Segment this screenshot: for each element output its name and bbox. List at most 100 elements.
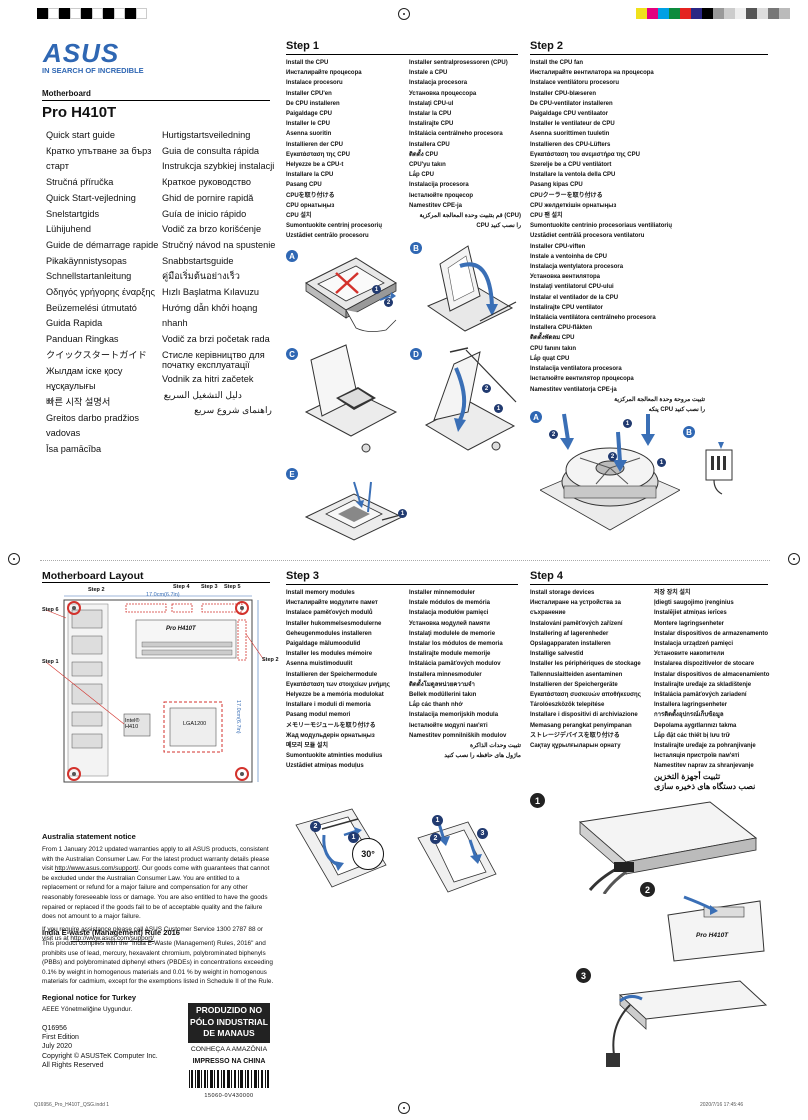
language-item: Vodič za brzo korišćenje xyxy=(162,224,262,235)
instruction-line: De CPU installeren xyxy=(286,100,340,107)
registration-mark-bottom xyxy=(398,1102,410,1114)
support-link[interactable]: http://www.asus.com/support/ xyxy=(70,935,154,943)
label-a: A xyxy=(289,251,295,261)
instruction-line: 저장 장치 설치 xyxy=(654,590,691,596)
australia-text-continued: . Our goods come with guarantees that ca… xyxy=(42,865,270,921)
board-label-step4: Pro H410T xyxy=(696,932,729,939)
instruction-line: ติดตั้งพัดลม CPU xyxy=(530,335,575,342)
instruction-line: Εγκατάσταση της CPU xyxy=(286,151,350,158)
tagline: IN SEARCH OF INCREDIBLE xyxy=(42,66,144,75)
instruction-line: Інсталюйте вентилятор процесора xyxy=(530,376,634,383)
instruction-line: Szerelje be a CPU ventilátort xyxy=(530,162,612,169)
label-a-icon: A xyxy=(530,411,542,423)
socket-label: LGA1200 xyxy=(183,721,207,727)
publish-date: July 2020 xyxy=(42,1043,72,1051)
language-item: Lühijuhend xyxy=(46,224,91,235)
instruction-line: Install storage devices xyxy=(530,590,595,596)
step-number-3-icon: 3 xyxy=(576,968,591,983)
instruction-line: Installera CPU xyxy=(409,141,450,148)
instruction-line: تثبيت وحدات الذاكرة xyxy=(469,743,521,750)
svg-text:ASUS: ASUS xyxy=(42,40,119,66)
step-number-2-icon: 2 xyxy=(482,384,491,393)
australia-title: Australia statement notice xyxy=(42,832,136,841)
label-b: B xyxy=(413,243,419,253)
instruction-line: Установка вентилятора xyxy=(530,274,600,281)
cable-connection-illustration xyxy=(590,975,770,1080)
australia-text: From 1 January 2012 updated warranties a… xyxy=(42,846,270,873)
instruction-line: ماژول های حافظه را نصب کنید xyxy=(444,753,521,760)
instruction-line: پنکه CPU را نصب کنید xyxy=(648,406,705,413)
instruction-line: Installering af lagerenheder xyxy=(530,630,609,637)
step-number-2-icon: 2 xyxy=(640,882,655,897)
language-item: دليل التشغيل السريع xyxy=(163,389,242,400)
instruction-line: Install the CPU fan xyxy=(530,60,584,66)
step-number-1-icon: 1 xyxy=(494,404,503,413)
instruction-line: Namestitev naprav za shranjevanje xyxy=(654,763,754,770)
step-number-2-icon: 2 xyxy=(430,833,441,844)
sata-port-illustration xyxy=(660,895,770,970)
instruction-line: تثبيت مروحة وحدة المعالجة المركزية xyxy=(614,396,705,403)
instruction-line: CPU желдеткішін орнатыңыз xyxy=(530,202,617,209)
instruction-line: Installer les périphériques de stockage xyxy=(530,661,641,668)
label-e-icon: E xyxy=(286,468,298,480)
chipset-label: Intel® H410 xyxy=(125,718,140,730)
label-c: C xyxy=(289,349,295,359)
label-d: D xyxy=(413,349,419,359)
label-a-icon: A xyxy=(286,250,298,262)
instruction-line: Sumontuokite centrinį procesorių xyxy=(286,223,383,230)
instruction-line: Installieren der CPU xyxy=(286,141,344,148)
language-item: Guía de inicio rápido xyxy=(162,208,247,219)
instruction-line: Montere lagringsenheter xyxy=(654,620,725,627)
step2-text: Install the CPU fan Инсталирайте вентила… xyxy=(530,58,770,415)
australia-contact-text: If you require assistance please call AS… xyxy=(42,925,263,943)
language-item: Greitos darbo pradžios vadovas xyxy=(46,412,139,439)
language-list-right: Hurtigstartsveiledning Guia de consulta … xyxy=(162,128,276,419)
instruction-line: Instale a CPU xyxy=(409,70,448,77)
step-number-1-icon: 1 xyxy=(398,509,407,518)
instruction-line: قم بتثبيت وحدة المعالجة المركزية (CPU) xyxy=(419,213,521,220)
instruction-line: Instalování paměťových zařízení xyxy=(530,620,623,627)
step3-title: Step 3 xyxy=(286,570,320,582)
step-number-1-icon: 1 xyxy=(623,419,632,428)
registration-mark-right xyxy=(788,553,800,565)
instruction-line: Instalar la CPU xyxy=(409,111,452,118)
language-item: Стисле керівництво для початку експлуата… xyxy=(162,349,265,370)
instruction-line: Instalace procesoru xyxy=(286,80,343,87)
instruction-line: نصب دستگاه های ذخیره سازی xyxy=(654,781,756,791)
instruction-line: Installer le ventilateur de CPU xyxy=(530,121,615,128)
instruction-line: Depolama aygıtlarınızı takma xyxy=(654,722,737,729)
instruction-line: Instalar los módulos de memoria xyxy=(409,641,503,648)
instruction-line: Installer sentralprosessoren (CPU) xyxy=(409,60,508,66)
step-number-2-icon: 2 xyxy=(310,821,321,832)
document-info: Q16956 First Edition July 2020 Copyright… xyxy=(42,1024,182,1070)
language-item: คู่มือเริ่มต้นอย่างเร็ว xyxy=(162,271,240,282)
instruction-line: Installare la CPU xyxy=(286,172,334,179)
instruction-line: Installare i dispositivi di archiviazion… xyxy=(530,712,638,719)
instruction-line: Sumontuokite atminties modulius xyxy=(286,753,383,760)
instruction-line: CPU fanını takın xyxy=(530,345,577,352)
instruction-line: Instalirajte module memorije xyxy=(409,651,491,658)
instruction-line: Installieren des CPU-Lüfters xyxy=(530,141,611,148)
step1-text-col1: Install the CPU Инсталирайте процесора I… xyxy=(286,58,408,242)
barcode: 15060-0V430000 xyxy=(188,1070,270,1099)
barcode-icon xyxy=(188,1070,270,1088)
language-item: Stručný návod na spustenie xyxy=(162,239,276,250)
instruction-line: Установка модулей памяти xyxy=(409,620,490,627)
instruction-line: Installer CPU-blæseren xyxy=(530,90,597,97)
instruction-line: De CPU-ventilator installeren xyxy=(530,100,613,107)
step3-text-col2: Installer minnemoduler Instale módulos d… xyxy=(409,588,521,761)
language-item: Vodnik za hitri začetek xyxy=(162,373,254,384)
step-number-1-icon: 1 xyxy=(530,793,545,808)
instruction-line: Instalacija procesora xyxy=(409,182,469,189)
step1-rule xyxy=(286,54,518,55)
cmyk-color-bar xyxy=(636,8,790,19)
instruction-line: Installer le CPU xyxy=(286,121,331,128)
instruction-line: Geheugenmodules installeren xyxy=(286,630,372,637)
manaus-line1: PRODUZIDO NO xyxy=(195,1005,263,1015)
support-link[interactable]: http://www.asus.com/support/ xyxy=(54,865,139,873)
language-item: 빠른 시작 설명서 xyxy=(46,396,111,407)
instruction-line: Pasang kipas CPU xyxy=(530,182,583,189)
language-item: Ghid de pornire rapidă xyxy=(162,192,254,203)
language-item: Quick start guide xyxy=(46,130,115,140)
manaus-badge: PRODUZIDO NO PÓLO INDUSTRIAL DE MANAUS xyxy=(188,1003,270,1043)
